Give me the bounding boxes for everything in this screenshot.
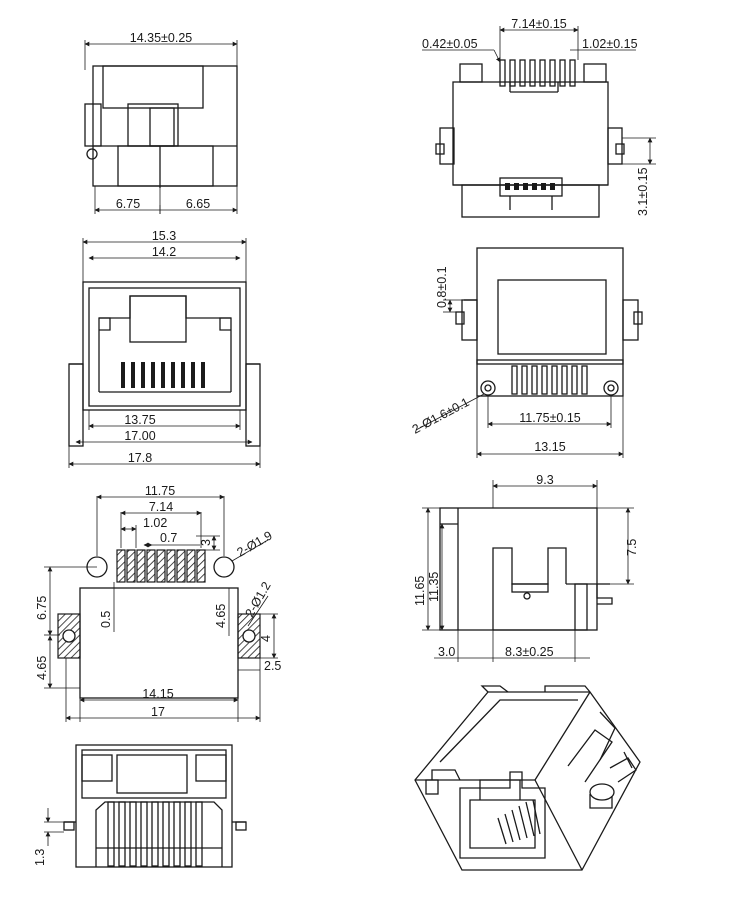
dim-row-offset: 3 <box>199 539 213 546</box>
dim-pin-edge: 0.5 <box>99 611 113 628</box>
dim-pin-width-left: 0.42±0.05 <box>422 37 478 51</box>
dim-base-offset: 3.0 <box>438 645 455 659</box>
dim-overall-width: 14.35±0.25 <box>130 31 193 45</box>
dim-post-spacing: 11.75±0.15 <box>519 411 581 425</box>
dim-side-height: 3.1±0.15 <box>636 167 650 216</box>
dim-right-height: 7.5 <box>625 539 639 556</box>
dim-standoff: 1.3 <box>33 849 47 866</box>
dim-base-length: 8.3±0.25 <box>505 645 554 659</box>
bottom-pins <box>511 365 588 395</box>
dim-large-hole: 2-Ø1.9 <box>235 528 275 559</box>
dim-inner-width: 14.2 <box>152 245 176 259</box>
front-contacts <box>121 362 205 388</box>
dim-flange-width: 17.8 <box>128 451 152 465</box>
dim-overall-width-pcb: 17 <box>151 705 165 719</box>
view-side: 9.3 7.5 11.65 11.35 3.0 8.3±0.25 <box>413 473 639 662</box>
dim-body-height: 11.35 <box>427 572 441 602</box>
dim-hole-spacing: 11.75 <box>145 484 175 498</box>
iso-contacts <box>497 799 541 845</box>
dim-outer-width: 15.3 <box>152 229 176 243</box>
view-pcb-layout: 11.75 7.14 1.02 0.7 3 2-Ø1.9 <box>35 484 281 722</box>
view-back: 1.3 <box>33 744 247 868</box>
top-contacts <box>505 183 555 190</box>
dim-lower-offset: 4.65 <box>35 656 49 680</box>
dim-pad-width: 2.5 <box>264 659 281 673</box>
dim-total-height: 11.65 <box>413 576 427 606</box>
dim-pad-offset: 4.65 <box>214 604 228 628</box>
dim-pin-width-right: 1.02±0.15 <box>582 37 638 51</box>
dim-right-half: 6.65 <box>186 197 210 211</box>
dim-vertical-offset: 6.75 <box>35 596 49 620</box>
dim-pin-width-pcb: 0.7 <box>160 531 177 545</box>
pcb-pin-pads <box>116 549 206 583</box>
dim-left-half: 6.75 <box>116 197 140 211</box>
dim-post-holes: 2-Ø1.6±0.1 <box>410 395 472 437</box>
dim-pin-pitch: 1.02 <box>143 516 167 530</box>
dim-body-width: 17.00 <box>124 429 155 443</box>
view-front: 15.3 14.2 13.75 17.00 <box>68 229 261 468</box>
view-top-right: 7.14±0.15 0.42±0.05 1.02±0.15 <box>422 17 656 218</box>
dim-top-width: 9.3 <box>536 473 553 487</box>
dim-tab-height: 0.8±0.1 <box>435 266 449 308</box>
dim-opening-width: 13.75 <box>124 413 155 427</box>
dim-pad-height: 4 <box>259 635 273 642</box>
dim-pin-span-pcb: 7.14 <box>149 500 173 514</box>
dim-inner-width-pcb: 14.15 <box>142 687 173 701</box>
dim-pin-span: 7.14±0.15 <box>511 17 567 31</box>
view-isometric <box>414 685 641 871</box>
view-top-left: 14.35±0.25 6.75 6.65 <box>84 31 238 214</box>
view-bottom: 0.8±0.1 2-Ø1.6±0.1 11.75±0.15 13.15 <box>410 247 643 458</box>
top-pins <box>499 59 576 87</box>
dim-bottom-width: 13.15 <box>534 440 565 454</box>
back-contacts <box>107 801 203 867</box>
